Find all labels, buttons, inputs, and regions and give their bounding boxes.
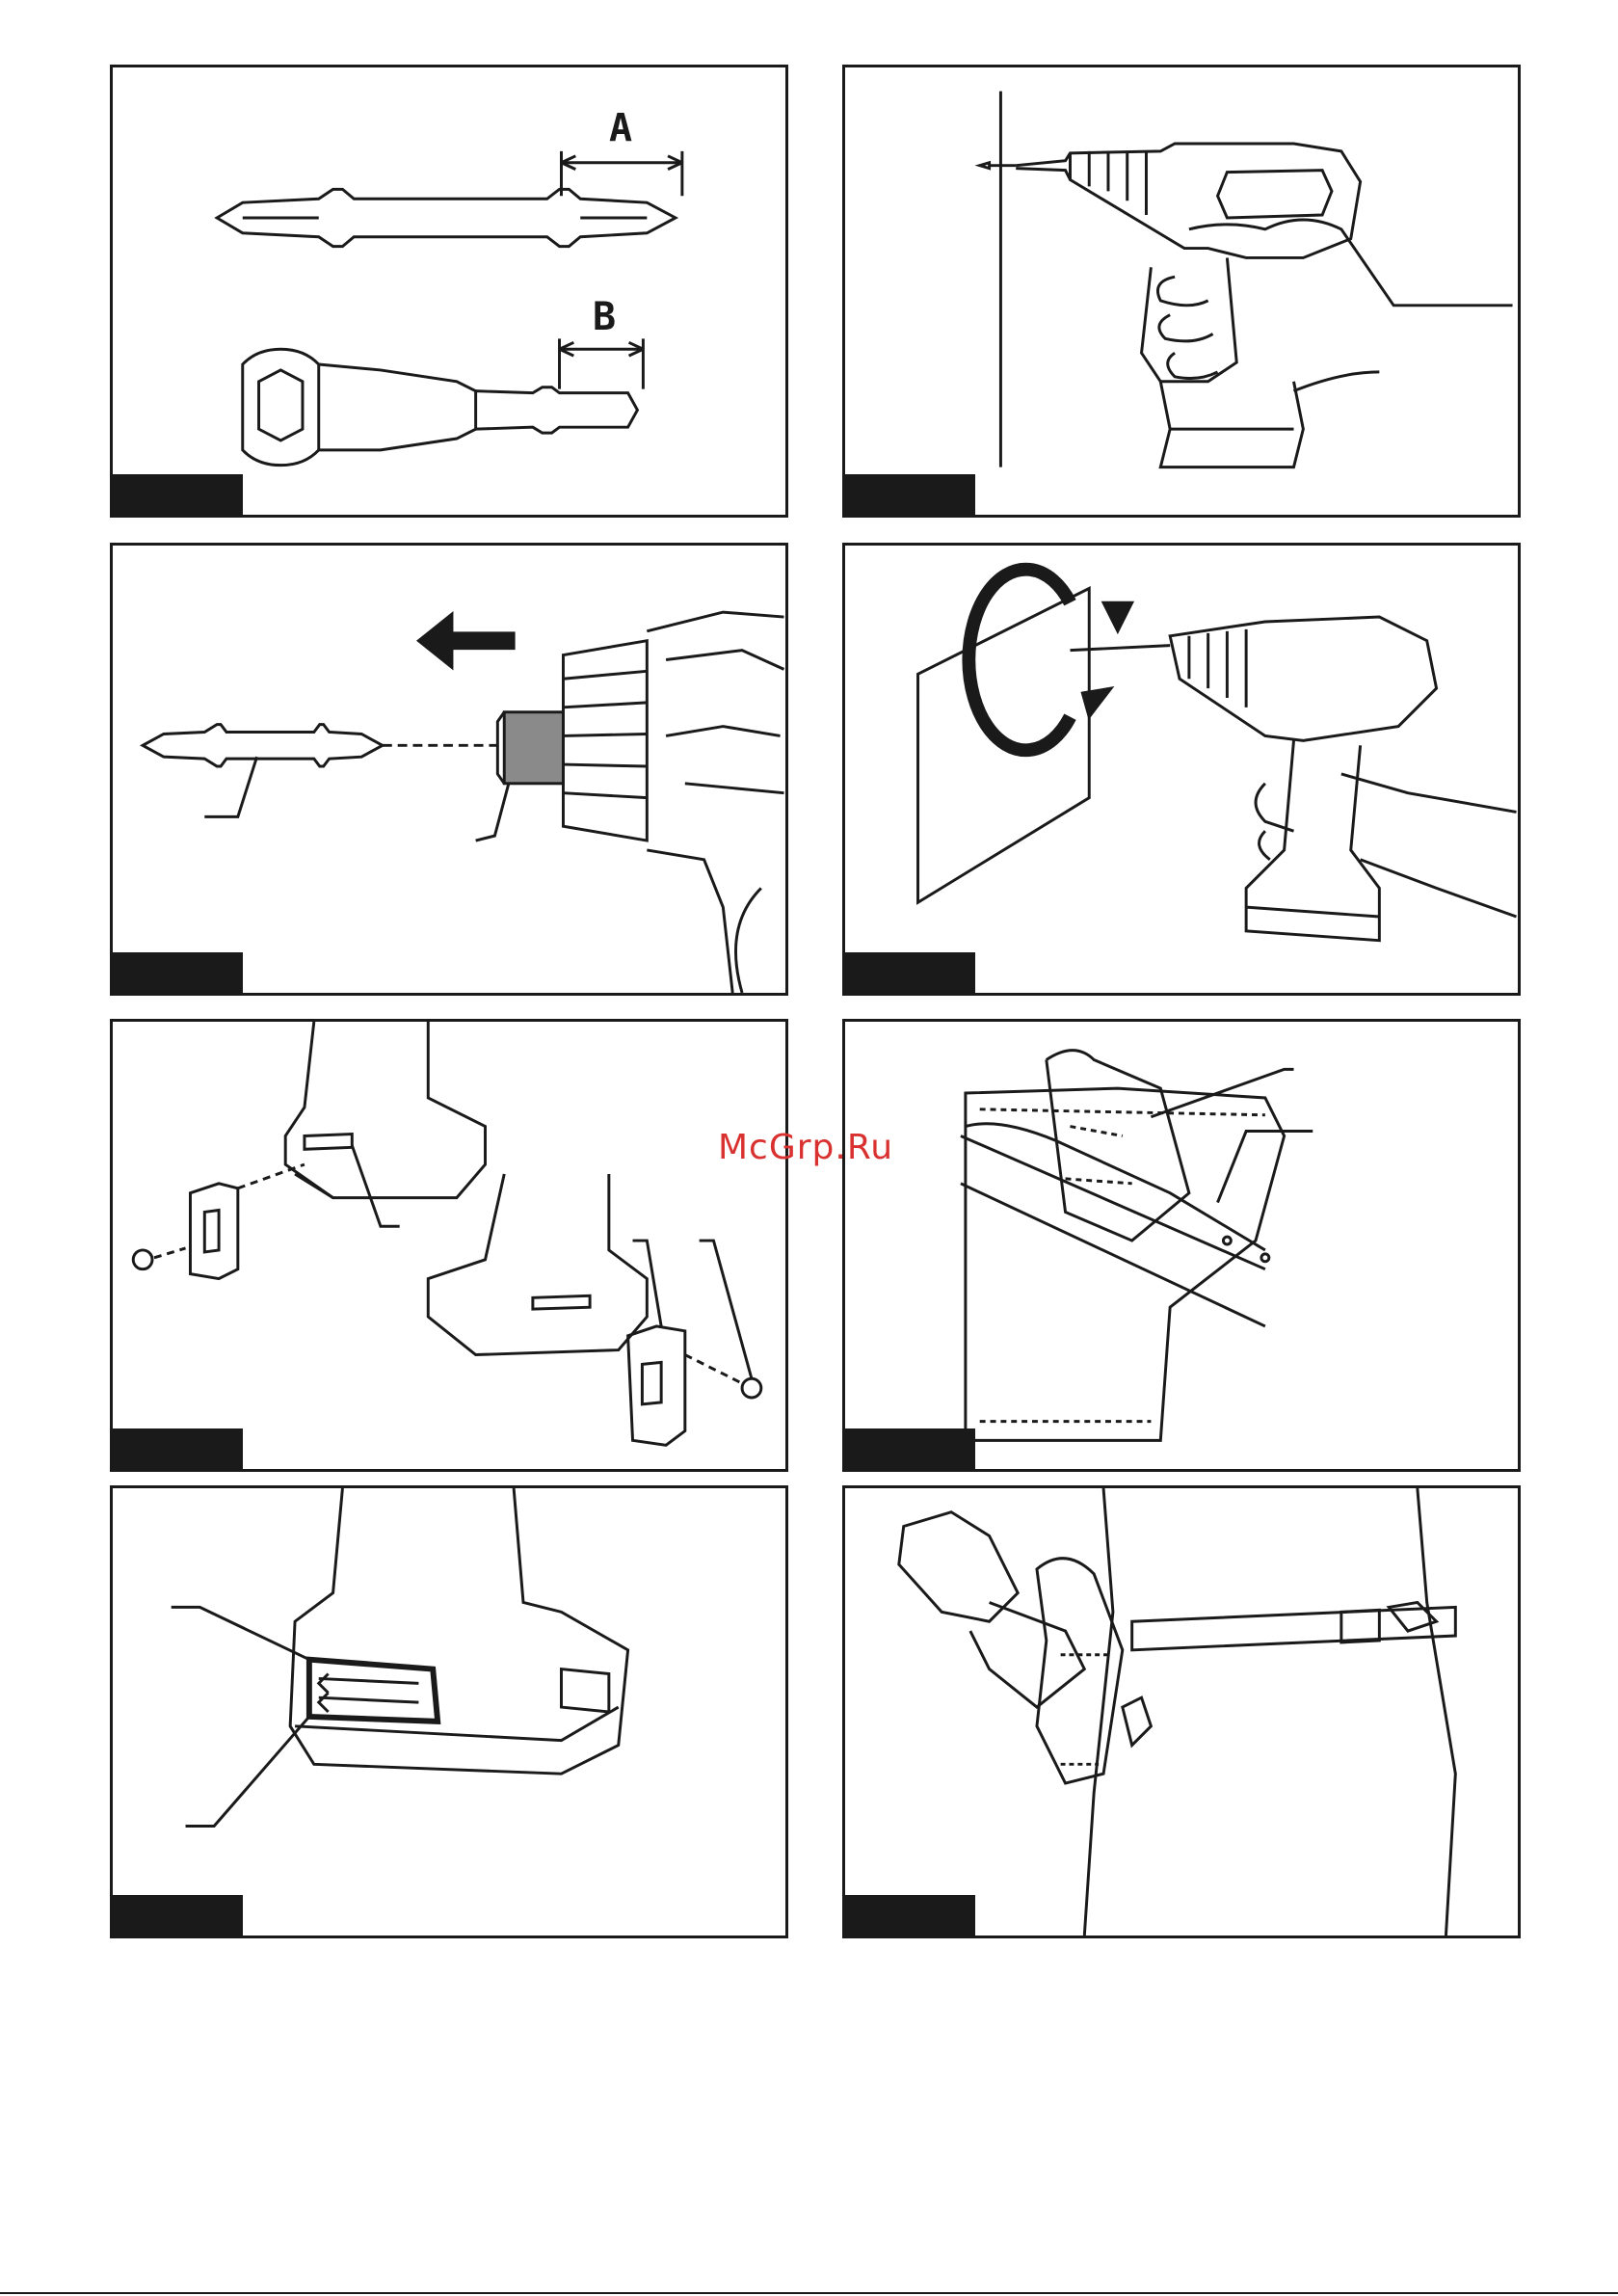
drill-driving-screw-illustration <box>845 67 1518 515</box>
figure-number-tab <box>113 1428 243 1469</box>
figure-panel-8 <box>842 1485 1521 1938</box>
holster-belt-illustration <box>845 1022 1518 1469</box>
bit-dimensions-illustration <box>113 67 785 515</box>
figure-number-tab <box>845 1895 975 1936</box>
figure-panel-5 <box>110 1019 788 1472</box>
worn-holster-illustration <box>845 1488 1518 1936</box>
figure-number-tab <box>845 952 975 993</box>
footer-rule <box>0 2292 1618 2294</box>
dimension-label-b: B <box>593 295 616 339</box>
figure-number-tab <box>845 474 975 515</box>
figure-panel-7 <box>110 1485 788 1938</box>
drill-rotation-illustration <box>845 546 1518 993</box>
figure-panel-4 <box>842 543 1521 996</box>
figure-panel-3 <box>110 543 788 996</box>
figure-panel-1: A B <box>110 65 788 518</box>
bit-insertion-illustration <box>113 546 785 993</box>
hook-installation-illustration <box>113 1022 785 1469</box>
figure-number-tab <box>845 1428 975 1469</box>
bit-holder-illustration <box>113 1488 785 1936</box>
figure-number-tab <box>113 474 243 515</box>
figure-panel-2 <box>842 65 1521 518</box>
watermark-text: McGrp.Ru <box>718 1128 893 1167</box>
figure-panel-6 <box>842 1019 1521 1472</box>
figure-number-tab <box>113 1895 243 1936</box>
figure-number-tab <box>113 952 243 993</box>
dimension-label-a: A <box>609 106 632 150</box>
